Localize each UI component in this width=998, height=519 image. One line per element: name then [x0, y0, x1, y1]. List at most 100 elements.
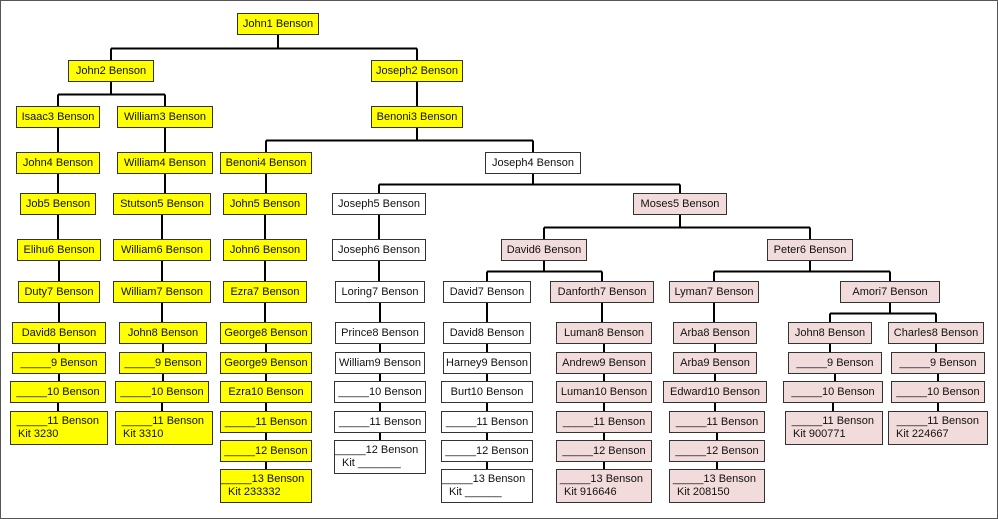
person-name: _____12 Benson [675, 444, 759, 457]
person-name: Benoni3 Benson [376, 110, 458, 123]
person-name: William4 Benson [124, 156, 206, 169]
person-name: _____13 Benson [559, 473, 643, 485]
person-name: William3 Benson [124, 110, 206, 123]
person-name: Charles8 Benson [893, 326, 979, 339]
person-box-joseph2: Joseph2 Benson [371, 60, 463, 82]
person-name: Elihu6 Benson [23, 243, 95, 256]
person-name: _____9 Benson [796, 356, 874, 369]
kit-number: Kit 208150 [677, 486, 730, 498]
kit-number: Kit 916646 [564, 486, 617, 498]
person-box-danforth7: Danforth7 Benson [550, 281, 654, 303]
person-name: _____11 Benson [562, 415, 646, 428]
person-name: _____10 Benson [120, 385, 204, 398]
person-box-george8: George8 Benson [220, 322, 312, 344]
kit-number: Kit 3310 [123, 428, 164, 440]
person-box-john5: John5 Benson [223, 193, 307, 215]
person-name: _____11 Benson [121, 415, 204, 427]
person-name: Andrew9 Benson [562, 356, 646, 369]
person-name: _____9 Benson [899, 356, 977, 369]
person-name: _____11 Benson [16, 415, 99, 427]
connector-john2 [57, 82, 166, 106]
connector-peter6 [713, 261, 891, 281]
person-box-william9: William9 Benson [335, 352, 425, 374]
person-box-amori7: Amori7 Benson [840, 281, 940, 303]
person-name: _____13 Benson [672, 473, 756, 485]
person-box-moses5: Moses5 Benson [633, 193, 727, 215]
person-box-elihu6: Elihu6 Benson [17, 239, 101, 261]
connector-amori7 [829, 303, 937, 322]
person-name: _____9 Benson [20, 356, 98, 369]
person-name: John8 Benson [127, 326, 199, 339]
person-name: George9 Benson [224, 356, 308, 369]
person-name: William7 Benson [121, 285, 203, 298]
person-name: Amori7 Benson [852, 285, 928, 298]
person-name: Isaac3 Benson [21, 110, 95, 123]
person-name: Joseph6 Benson [338, 243, 420, 256]
person-box-david8a: David8 Benson [12, 322, 106, 344]
person-name: Burt10 Benson [450, 385, 524, 398]
person-box-duty7: Duty7 Benson [18, 281, 100, 303]
person-name: _____11 Benson [224, 415, 308, 428]
person-name: _____11 Benson [791, 415, 874, 427]
person-box-william6: William6 Benson [113, 239, 211, 261]
person-name: _____12 Benson [224, 444, 308, 457]
person-box-edward10: Edward10 Benson [663, 381, 767, 403]
kit-number: Kit 3230 [18, 428, 59, 440]
person-name: Ezra10 Benson [228, 385, 304, 398]
person-name: _____11 Benson [445, 415, 529, 428]
person-box-burt10: Burt10 Benson [441, 381, 533, 403]
person-box-john2: John2 Benson [68, 60, 154, 82]
person-box-g9: _____9 Benson [788, 352, 882, 374]
person-box-d11: _____11 Benson [334, 411, 426, 433]
person-box-g10: _____10 Benson [783, 381, 883, 403]
person-box-joseph6: Joseph6 Benson [332, 239, 426, 261]
kit-number: Kit _______ [342, 457, 401, 469]
person-box-lyman7: Lyman7 Benson [669, 281, 759, 303]
person-box-william4: William4 Benson [117, 152, 213, 174]
connector-moses5 [543, 215, 811, 239]
person-name: David7 Benson [449, 285, 525, 298]
person-name: _____12 Benson [562, 444, 646, 457]
kit-number: Kit 224667 [896, 428, 949, 440]
person-name: John8 Benson [794, 326, 866, 339]
person-box-david7: David7 Benson [443, 281, 531, 303]
person-name: Joseph2 Benson [376, 64, 458, 77]
person-name: Peter6 Benson [773, 243, 847, 256]
person-name: _____11 Benson [896, 415, 979, 427]
person-box-a10: _____10 Benson [10, 381, 106, 403]
person-name: Moses5 Benson [640, 197, 720, 210]
person-box-david6: David6 Benson [501, 239, 587, 261]
person-box-john8a: John8 Benson [119, 322, 207, 344]
person-name: _____12 Benson [335, 444, 419, 456]
person-box-c12: _____12 Benson [220, 440, 312, 462]
person-box-c11: _____11 Benson [220, 411, 312, 433]
person-name: Lyman7 Benson [674, 285, 754, 298]
person-box-george9: George9 Benson [220, 352, 312, 374]
person-box-isaac3: Isaac3 Benson [16, 106, 100, 128]
person-box-i12: _____12 Benson [669, 440, 765, 462]
person-name: John1 Benson [242, 17, 314, 30]
person-name: Benoni4 Benson [225, 156, 307, 169]
person-name: Luman8 Benson [563, 326, 645, 339]
connector-benoni3 [265, 128, 534, 152]
person-box-b10: _____10 Benson [115, 381, 209, 403]
person-name: George8 Benson [224, 326, 308, 339]
person-box-john8b: John8 Benson [788, 322, 872, 344]
person-name: David8 Benson [449, 326, 525, 339]
kit-number: Kit 233332 [228, 486, 281, 498]
person-box-b9: _____9 Benson [119, 352, 207, 374]
person-name: Duty7 Benson [24, 285, 94, 298]
person-box-william3: William3 Benson [117, 106, 213, 128]
person-name: Edward10 Benson [670, 385, 760, 398]
person-box-peter6: Peter6 Benson [767, 239, 853, 261]
person-name: _____9 Benson [124, 356, 202, 369]
person-box-luman8: Luman8 Benson [556, 322, 652, 344]
person-box-john1: John1 Benson [237, 13, 319, 35]
person-name: Joseph4 Benson [492, 156, 574, 169]
